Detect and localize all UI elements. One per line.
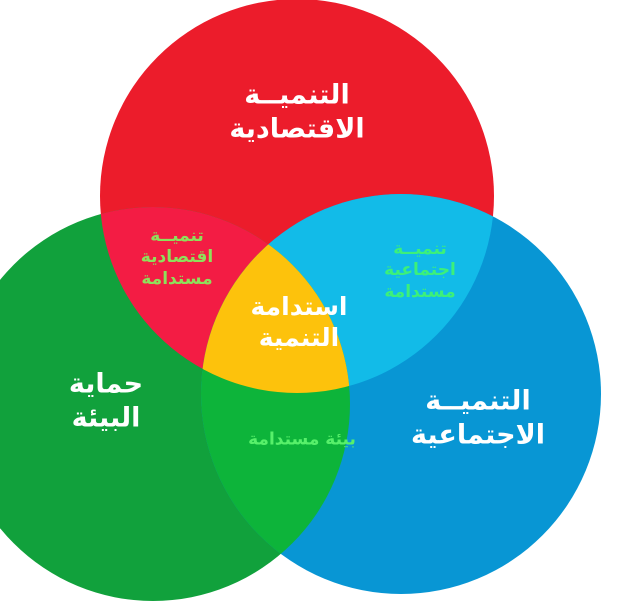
econ-env-line3: مستدامة	[141, 268, 213, 289]
environment-protection-label: حماية البيئة	[69, 367, 143, 435]
econ-social-line1: تنميــة	[393, 239, 447, 260]
center-overlap	[201, 207, 350, 393]
sustainable-environment-label: بيئة مستدامة	[248, 429, 356, 450]
center-line2: التنمية	[258, 323, 340, 352]
environment-line1: حماية	[68, 368, 144, 400]
development-sustainability-label: استدامة التنمية	[250, 291, 347, 354]
sustainable-economic-label: تنميــة اقتصادية مستدامة	[141, 226, 213, 290]
environment-line2: البيئة	[71, 402, 141, 433]
econ-social-line3: مستدامة	[384, 281, 456, 302]
economic-development-label: التنميــة الاقتصادية	[229, 78, 364, 146]
env-social-line1: بيئة مستدامة	[248, 429, 356, 450]
economic-line2: الاقتصادية	[229, 113, 365, 144]
social-line1: التنميــة	[425, 385, 531, 417]
econ-env-line2: اقتصادية	[140, 247, 214, 268]
economic-line1: التنميــة	[244, 79, 350, 111]
center-line1: استدامة	[250, 291, 348, 321]
social-development-label: التنميــة الاجتماعية	[411, 384, 545, 452]
econ-social-line2: اجتماعية	[384, 260, 456, 281]
sustainable-social-label: تنميــة اجتماعية مستدامة	[384, 239, 456, 303]
econ-env-line1: تنميــة	[150, 226, 204, 247]
social-line2: الاجتماعية	[411, 419, 545, 450]
